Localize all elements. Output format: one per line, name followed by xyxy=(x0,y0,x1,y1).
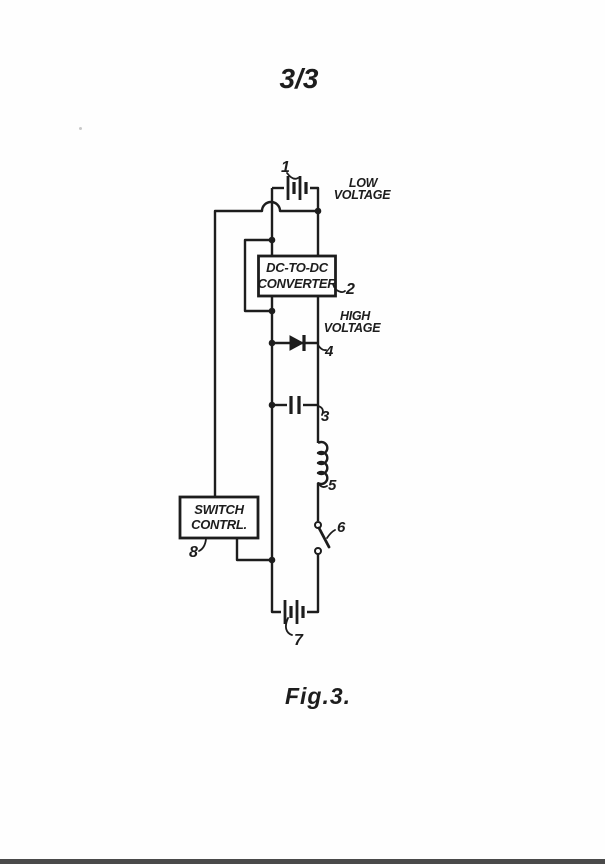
converter-label-line1: DC-TO-DC xyxy=(266,260,329,275)
switch-control-label-line2: CONTRL. xyxy=(191,517,247,532)
low-voltage-label-line2: VOLTAGE xyxy=(334,188,391,202)
output-battery-symbol xyxy=(283,600,305,624)
junction-dot xyxy=(268,401,276,409)
ref-numeral-output-battery: 7 xyxy=(294,632,304,649)
converter-box xyxy=(257,254,337,298)
ref-numeral-switch-control: 8 xyxy=(189,544,198,561)
inductor-symbol xyxy=(316,440,329,486)
junction-dot xyxy=(314,207,322,215)
battery1-right-stub xyxy=(310,186,320,211)
ref-numeral-switch: 6 xyxy=(337,519,346,536)
leader-line-1 xyxy=(286,172,299,180)
junction-dot xyxy=(268,307,276,315)
junction-dot xyxy=(268,339,276,347)
switch-symbol xyxy=(314,521,331,555)
high-voltage-label-line1: HIGH xyxy=(340,309,371,323)
capacitor-symbol xyxy=(272,396,318,414)
figure-caption: Fig.3. xyxy=(285,683,351,709)
left-rail-wire xyxy=(270,188,281,614)
ref-numeral-inductor: 5 xyxy=(328,477,337,494)
switch-control-box xyxy=(178,495,260,540)
switch-blade xyxy=(317,526,331,549)
low-voltage-battery-symbol xyxy=(272,176,320,211)
leader-line-8 xyxy=(198,538,207,552)
right-rail-lower-wire xyxy=(307,554,320,614)
leader-line-2 xyxy=(334,288,346,294)
scan-footer-bar xyxy=(0,859,605,864)
leader-line-4 xyxy=(317,344,327,352)
diode-symbol xyxy=(272,335,318,351)
leader-line-6 xyxy=(326,529,336,539)
paper-speck xyxy=(79,127,82,130)
converter-label-line2: CONVERTER xyxy=(258,276,338,291)
switch-lower-contact xyxy=(314,547,322,555)
converter-bypass-wire xyxy=(243,238,272,313)
junction-dot xyxy=(268,556,276,564)
control-feed-wire-with-crossover-hop xyxy=(213,200,318,499)
low-voltage-label-line1: LOW xyxy=(349,176,379,190)
leader-line-3 xyxy=(317,405,324,416)
leader-line-7 xyxy=(285,617,293,636)
high-voltage-label-line2: VOLTAGE xyxy=(324,321,381,335)
sheet-number: 3/3 xyxy=(280,63,319,94)
control-return-wire xyxy=(235,538,272,562)
ref-numeral-capacitor: 3 xyxy=(321,408,330,425)
ref-numeral-diode: 4 xyxy=(324,343,334,360)
junction-dot xyxy=(268,236,276,244)
switch-control-label-line1: SWITCH xyxy=(194,502,244,517)
ref-numeral-converter: 2 xyxy=(345,281,355,298)
ref-numeral-battery1: 1 xyxy=(281,159,290,176)
diode-triangle xyxy=(289,335,305,351)
